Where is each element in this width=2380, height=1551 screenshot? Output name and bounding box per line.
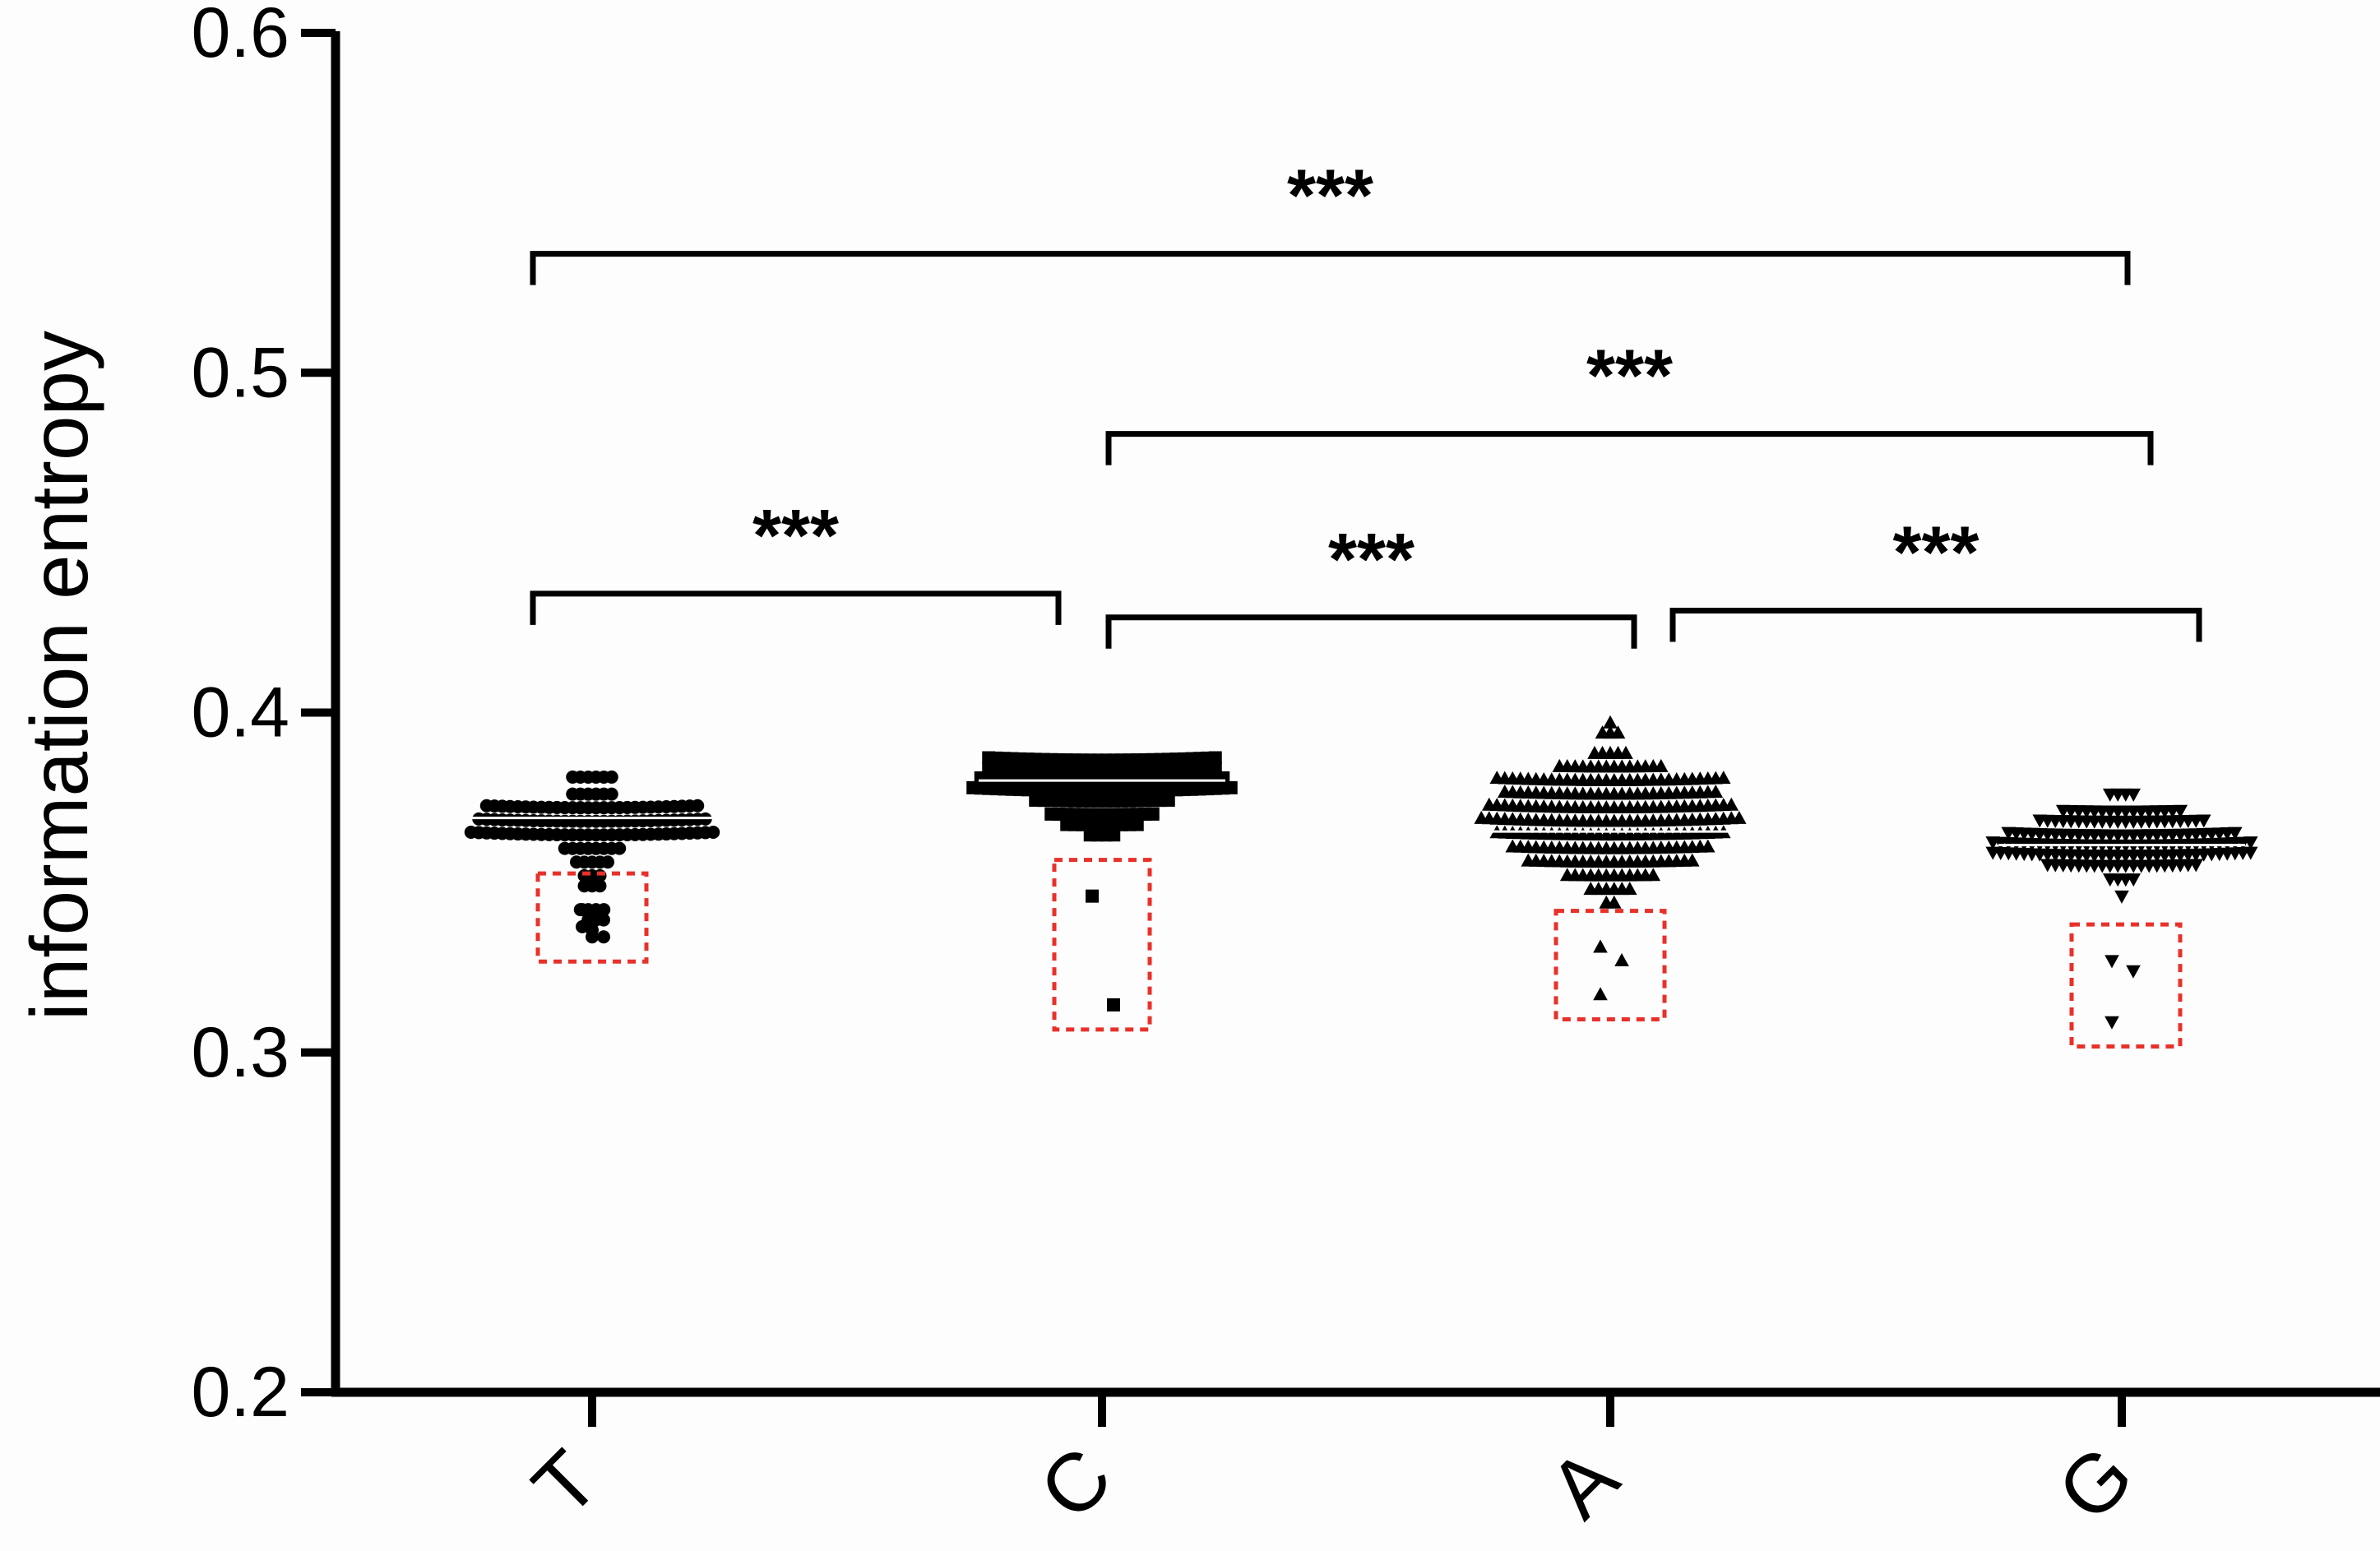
data-point bbox=[1208, 751, 1222, 765]
data-point bbox=[601, 855, 614, 869]
data-point bbox=[1146, 807, 1160, 821]
x-tick-label-C: C bbox=[1022, 1430, 1129, 1537]
data-point bbox=[1603, 715, 1618, 729]
significance-brackets: *** *** *** *** *** bbox=[530, 155, 2202, 649]
y-tick-label: 0.6 bbox=[191, 0, 289, 72]
bracket-C-G: *** bbox=[1105, 336, 2154, 465]
data-point bbox=[576, 903, 589, 917]
data-point bbox=[1161, 793, 1175, 807]
series-A bbox=[1474, 715, 1747, 1001]
outliers-G bbox=[2104, 955, 2141, 1030]
data-point bbox=[2196, 814, 2211, 828]
data-point bbox=[1593, 987, 1608, 1001]
data-point bbox=[604, 787, 618, 801]
mean-lines bbox=[469, 779, 2245, 847]
data-point bbox=[1622, 882, 1637, 896]
series-C bbox=[966, 751, 1238, 1012]
data-point bbox=[576, 919, 589, 933]
data-point bbox=[1107, 998, 1120, 1012]
bracket-line bbox=[530, 590, 1062, 625]
outlier-box-C bbox=[1052, 858, 1152, 1032]
outlier-box-A bbox=[1553, 909, 1667, 1021]
outlier-box-T bbox=[535, 871, 649, 964]
data-point bbox=[1107, 828, 1121, 842]
data-point bbox=[1224, 780, 1238, 794]
data-point bbox=[2114, 890, 2129, 904]
data-point bbox=[2243, 846, 2258, 860]
significance-label: *** bbox=[1586, 336, 1673, 418]
data-point bbox=[2104, 955, 2119, 969]
bracket-line bbox=[530, 251, 2131, 285]
x-tick-label-T: T bbox=[516, 1433, 616, 1534]
significance-label: *** bbox=[1287, 155, 1373, 238]
data-point bbox=[1716, 771, 1731, 785]
outlier-box-G bbox=[2069, 922, 2183, 1049]
data-point bbox=[604, 770, 618, 784]
significance-label: *** bbox=[752, 495, 839, 577]
data-point bbox=[2243, 836, 2258, 850]
data-point bbox=[2227, 826, 2243, 840]
bracket-C-A: *** bbox=[1105, 519, 1637, 649]
data-point bbox=[1610, 725, 1626, 739]
y-tick-label: 0.5 bbox=[191, 333, 289, 412]
data-point bbox=[1086, 889, 1099, 903]
data-point bbox=[706, 826, 720, 840]
significance-label: *** bbox=[1892, 512, 1979, 595]
data-point bbox=[1700, 839, 1716, 853]
y-tick-label: 0.4 bbox=[191, 674, 289, 752]
data-point bbox=[1653, 758, 1669, 772]
y-tick-label: 0.2 bbox=[191, 1353, 289, 1432]
data-point bbox=[691, 799, 705, 813]
data-point bbox=[1646, 868, 1661, 882]
data-point bbox=[597, 930, 610, 944]
series-T bbox=[464, 770, 720, 944]
data-point bbox=[1606, 895, 1622, 909]
data-point bbox=[2104, 1016, 2119, 1030]
data-point bbox=[2173, 804, 2188, 818]
data-point bbox=[1130, 817, 1144, 831]
data-point bbox=[2188, 859, 2204, 873]
data-point bbox=[1708, 785, 1724, 799]
bracket-line bbox=[1669, 608, 2202, 642]
data-points bbox=[464, 715, 2258, 1030]
bracket-T-G: *** bbox=[530, 155, 2131, 285]
significance-label: *** bbox=[1328, 519, 1415, 601]
x-tick-label-A: A bbox=[1532, 1432, 1637, 1536]
data-point bbox=[586, 930, 599, 944]
data-point bbox=[597, 903, 611, 917]
data-point bbox=[2126, 965, 2141, 979]
data-point bbox=[2126, 788, 2142, 802]
data-point bbox=[597, 913, 610, 927]
x-tick-label-G: G bbox=[2040, 1428, 2151, 1539]
bracket-line bbox=[1105, 614, 1637, 649]
data-point bbox=[1731, 810, 1747, 824]
bracket-T-C: *** bbox=[530, 495, 1062, 625]
series-G bbox=[1985, 788, 2258, 1030]
data-point bbox=[1724, 797, 1739, 811]
data-point bbox=[1593, 939, 1608, 953]
data-point bbox=[613, 841, 627, 855]
data-point bbox=[593, 879, 607, 893]
outliers-T bbox=[576, 903, 610, 944]
data-point bbox=[1618, 745, 1633, 759]
y-tick-label: 0.3 bbox=[191, 1013, 289, 1092]
data-point bbox=[1684, 853, 1700, 867]
outliers-A bbox=[1593, 939, 1629, 1001]
outliers-C bbox=[1086, 889, 1120, 1012]
data-point bbox=[2126, 873, 2142, 887]
data-point bbox=[1614, 952, 1629, 966]
outlier-boxes bbox=[535, 858, 2183, 1049]
bracket-A-G: *** bbox=[1669, 512, 2202, 642]
y-axis-label: information entropy bbox=[14, 331, 104, 1021]
bracket-line bbox=[1105, 431, 2154, 465]
